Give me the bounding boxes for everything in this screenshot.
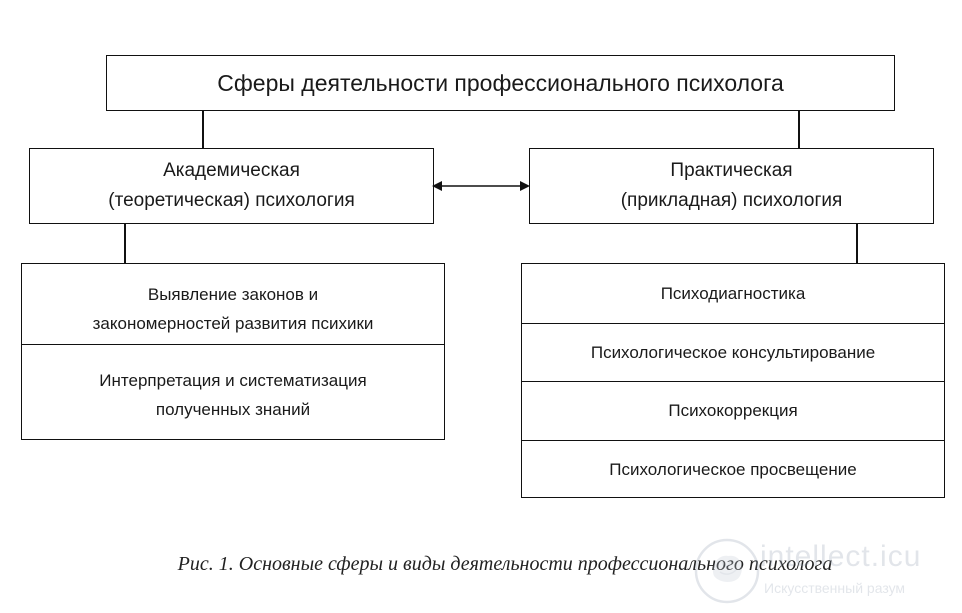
academic-psychology-box: Академическая (теоретическая) психология: [29, 148, 434, 224]
figure-caption: Рис. 1. Основные сферы и виды деятельнос…: [177, 553, 833, 575]
diagram-title: Сферы деятельности профессионального пси…: [217, 69, 784, 96]
list-item-psychocorrection: Психокоррекция: [522, 381, 944, 440]
connector-top-right: [798, 111, 800, 148]
list-item-label: Психологическое консультирование: [590, 342, 876, 362]
practical-activities-list: Психодиагностика Психологическое консуль…: [521, 263, 945, 498]
list-item-label: Психодиагностика: [660, 283, 806, 303]
watermark-brand: intellect.icu: [760, 540, 922, 573]
bidirectional-arrow: [432, 181, 530, 191]
academic-psychology-line2: (теоретическая) психология: [108, 190, 355, 211]
watermark: intellect.icu Искусственный разум: [692, 532, 962, 613]
list-item-line1: Интерпретация и систематизация: [99, 370, 367, 390]
watermark-tagline: Искусственный разум: [764, 580, 906, 596]
list-item-label: Психокоррекция: [668, 401, 798, 421]
list-item-counseling: Психологическое консультирование: [522, 322, 944, 382]
list-item-label: Психологическое просвещение: [609, 459, 857, 479]
connector-top-left: [202, 111, 204, 148]
list-item-line2: закономерностей развития психики: [92, 313, 374, 333]
connector-left-list: [124, 224, 126, 263]
brain-logo-icon: [694, 538, 760, 604]
list-item-education: Психологическое просвещение: [522, 439, 944, 499]
connector-right-list: [856, 224, 858, 263]
diagram-title-box: Сферы деятельности профессионального пси…: [106, 55, 895, 111]
list-item-line1: Выявление законов и: [147, 284, 319, 304]
practical-psychology-line1: Практическая: [670, 160, 793, 181]
practical-psychology-line2: (прикладная) психология: [620, 190, 843, 211]
list-item: Интерпретация и систематизация полученны…: [22, 345, 444, 437]
academic-activities-list: Выявление законов и закономерностей разв…: [21, 263, 445, 440]
academic-psychology-line1: Академическая: [163, 160, 300, 181]
list-item-psychodiagnostics: Психодиагностика: [522, 264, 944, 323]
practical-psychology-box: Практическая (прикладная) психология: [529, 148, 934, 224]
list-item-line2: полученных знаний: [155, 399, 311, 419]
list-item: Выявление законов и закономерностей разв…: [22, 264, 444, 345]
